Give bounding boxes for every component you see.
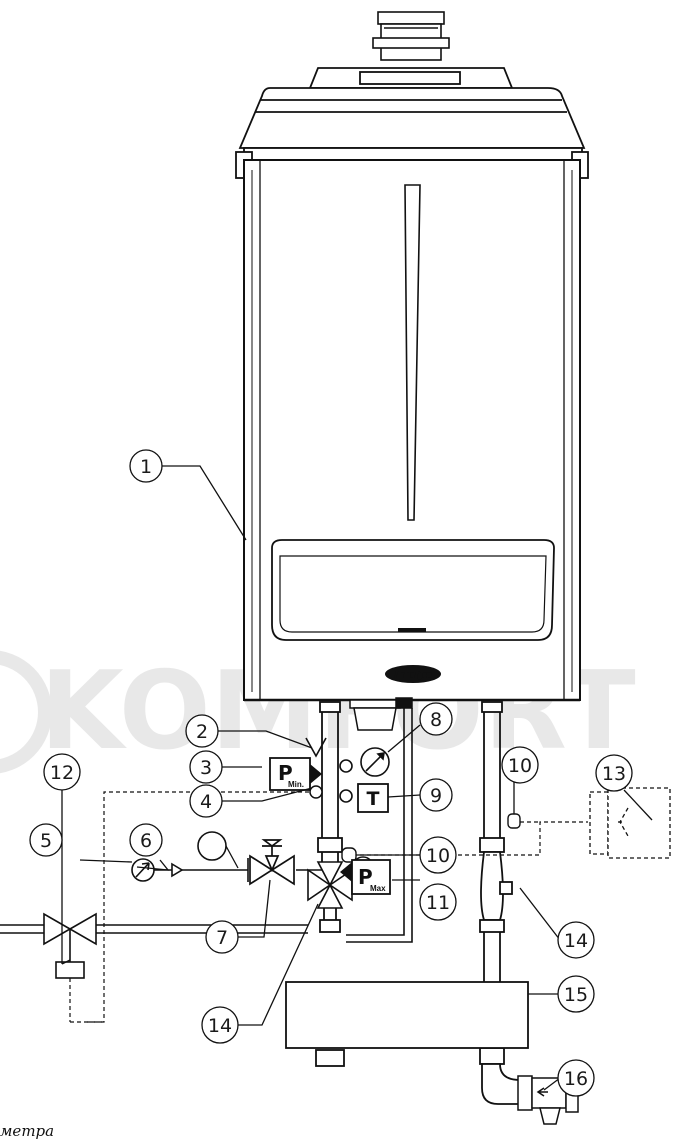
safety-thermostat: T — [339, 783, 389, 813]
room-control-unit — [589, 787, 671, 859]
svg-text:10: 10 — [426, 845, 450, 867]
svg-text:6: 6 — [140, 830, 152, 852]
pressure-max-switch: P Max — [340, 859, 391, 895]
svg-text:4: 4 — [200, 791, 212, 813]
leader-lines — [61, 465, 653, 1091]
callout-12: 12 — [43, 753, 81, 791]
thermostat-symbol: T — [367, 788, 380, 810]
dashed-control-line-4 — [84, 791, 316, 1023]
boiler-top-cover — [235, 67, 589, 179]
bottom-fittings — [349, 697, 413, 731]
callout-14-right: 14 — [557, 921, 595, 959]
flue-outlet — [372, 11, 450, 61]
boiler-casing: Immergas — [243, 159, 581, 702]
svg-text:12: 12 — [50, 762, 74, 784]
svg-text:11: 11 — [426, 892, 450, 914]
svg-text:14: 14 — [564, 930, 588, 952]
callout-14-left: 14 — [201, 1006, 239, 1044]
pressure-gauge — [339, 747, 390, 777]
svg-text:13: 13 — [602, 763, 626, 785]
solenoid-valve — [43, 912, 97, 979]
callout-6: 6 — [129, 823, 163, 857]
svg-text:7: 7 — [216, 927, 228, 949]
gas-valve — [249, 839, 295, 886]
svg-text:14: 14 — [208, 1015, 232, 1037]
hydraulic-separator — [285, 981, 529, 1049]
svg-text:5: 5 — [40, 830, 52, 852]
left-pipe — [315, 701, 345, 1067]
callout-2: 2 — [185, 714, 219, 748]
callout-1: 1 — [129, 449, 163, 483]
temperature-probe — [309, 785, 323, 799]
gas-line — [131, 831, 322, 882]
callout-8: 8 — [419, 702, 453, 736]
p-max-sub: Max — [370, 884, 386, 893]
callout-11: 11 — [419, 883, 457, 921]
svg-text:1: 1 — [140, 456, 152, 478]
callout-3: 3 — [189, 750, 223, 784]
callouts: 1 2 3 4 5 6 7 8 9 10 10 11 12 13 14 — [29, 449, 633, 1097]
callout-4: 4 — [189, 784, 223, 818]
sensor-right-pipe — [507, 813, 521, 829]
p-min-letter: P — [278, 761, 293, 785]
pressure-min-switch: P Min. — [269, 757, 322, 791]
dashed-control-line-13 — [360, 821, 588, 856]
svg-text:9: 9 — [430, 785, 442, 807]
svg-text:15: 15 — [564, 984, 588, 1006]
svg-text:2: 2 — [196, 721, 208, 743]
callout-9: 9 — [419, 778, 453, 812]
callout-10-right: 10 — [501, 746, 539, 784]
p-min-sub: Min. — [288, 780, 304, 789]
right-pipe — [479, 701, 521, 1105]
svg-text:10: 10 — [508, 755, 532, 777]
supply-line — [0, 924, 308, 934]
callout-13: 13 — [595, 754, 633, 792]
svg-text:3: 3 — [200, 757, 212, 779]
p-max-letter: P — [358, 865, 373, 889]
callout-7: 7 — [205, 920, 239, 954]
caption-text: метра — [0, 1122, 55, 1140]
svg-text:16: 16 — [564, 1068, 588, 1090]
callout-5: 5 — [29, 823, 63, 857]
callout-16: 16 — [557, 1059, 595, 1097]
brand-logo: Immergas — [395, 671, 431, 679]
callout-10-left: 10 — [419, 836, 457, 874]
air-vent — [305, 737, 327, 758]
control-wire — [346, 708, 405, 936]
callout-15: 15 — [557, 975, 595, 1013]
svg-text:8: 8 — [430, 709, 442, 731]
